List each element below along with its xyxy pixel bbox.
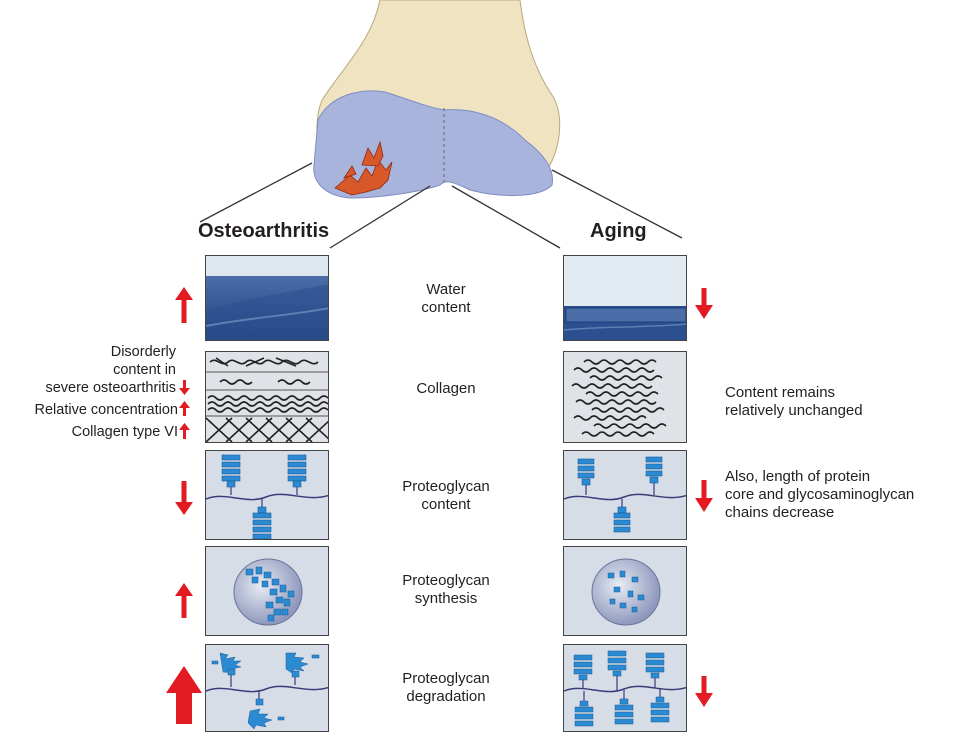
aging-pg-synthesis-panel <box>563 546 687 636</box>
bone-illustration <box>199 0 683 249</box>
oa-pg-synthesis-panel <box>205 546 329 636</box>
aging-collagen-panel <box>563 351 687 443</box>
oa-pg-degradation-panel <box>205 644 329 732</box>
aging-collagen-note: Content remains relatively unchanged <box>725 384 863 419</box>
collagen-label: Collagen <box>416 380 476 397</box>
oa-pg-content-panel <box>205 450 329 540</box>
oa-pg-content-down-arrow <box>175 481 193 515</box>
oa-collagen-note-severe: severe osteoarthritis <box>45 380 176 396</box>
oa-pg-synthesis-up-arrow <box>175 583 193 618</box>
aging-heading: Aging <box>590 220 647 242</box>
osteoarthritis-heading: Osteoarthritis <box>198 220 330 242</box>
oa-water-panel <box>205 255 329 341</box>
aging-proteoglycan-note: Also, length of protein core and glycosa… <box>725 468 915 521</box>
oa-collagen-panel <box>205 351 329 443</box>
oa-collagen-note-relative: Relative concentration <box>34 402 178 418</box>
aging-water-panel <box>563 255 687 341</box>
oa-water-up-arrow <box>175 287 193 323</box>
oa-pg-degradation-large-up-arrow <box>166 666 202 724</box>
aging-pg-content-panel <box>563 450 687 540</box>
oa-collagen-note-disorderly: Disorderly content in <box>110 344 176 378</box>
osteoarthritic-lesion <box>334 140 393 196</box>
oa-collagen-note-type-vi: Collagen type VI <box>71 424 178 440</box>
aging-pg-content-down-arrow <box>695 480 713 512</box>
aging-pg-degradation-panel <box>563 644 687 732</box>
aging-water-down-arrow <box>695 288 713 319</box>
aging-pg-degradation-down-arrow <box>695 676 713 707</box>
oa-collagen-small-arrows <box>179 380 190 439</box>
